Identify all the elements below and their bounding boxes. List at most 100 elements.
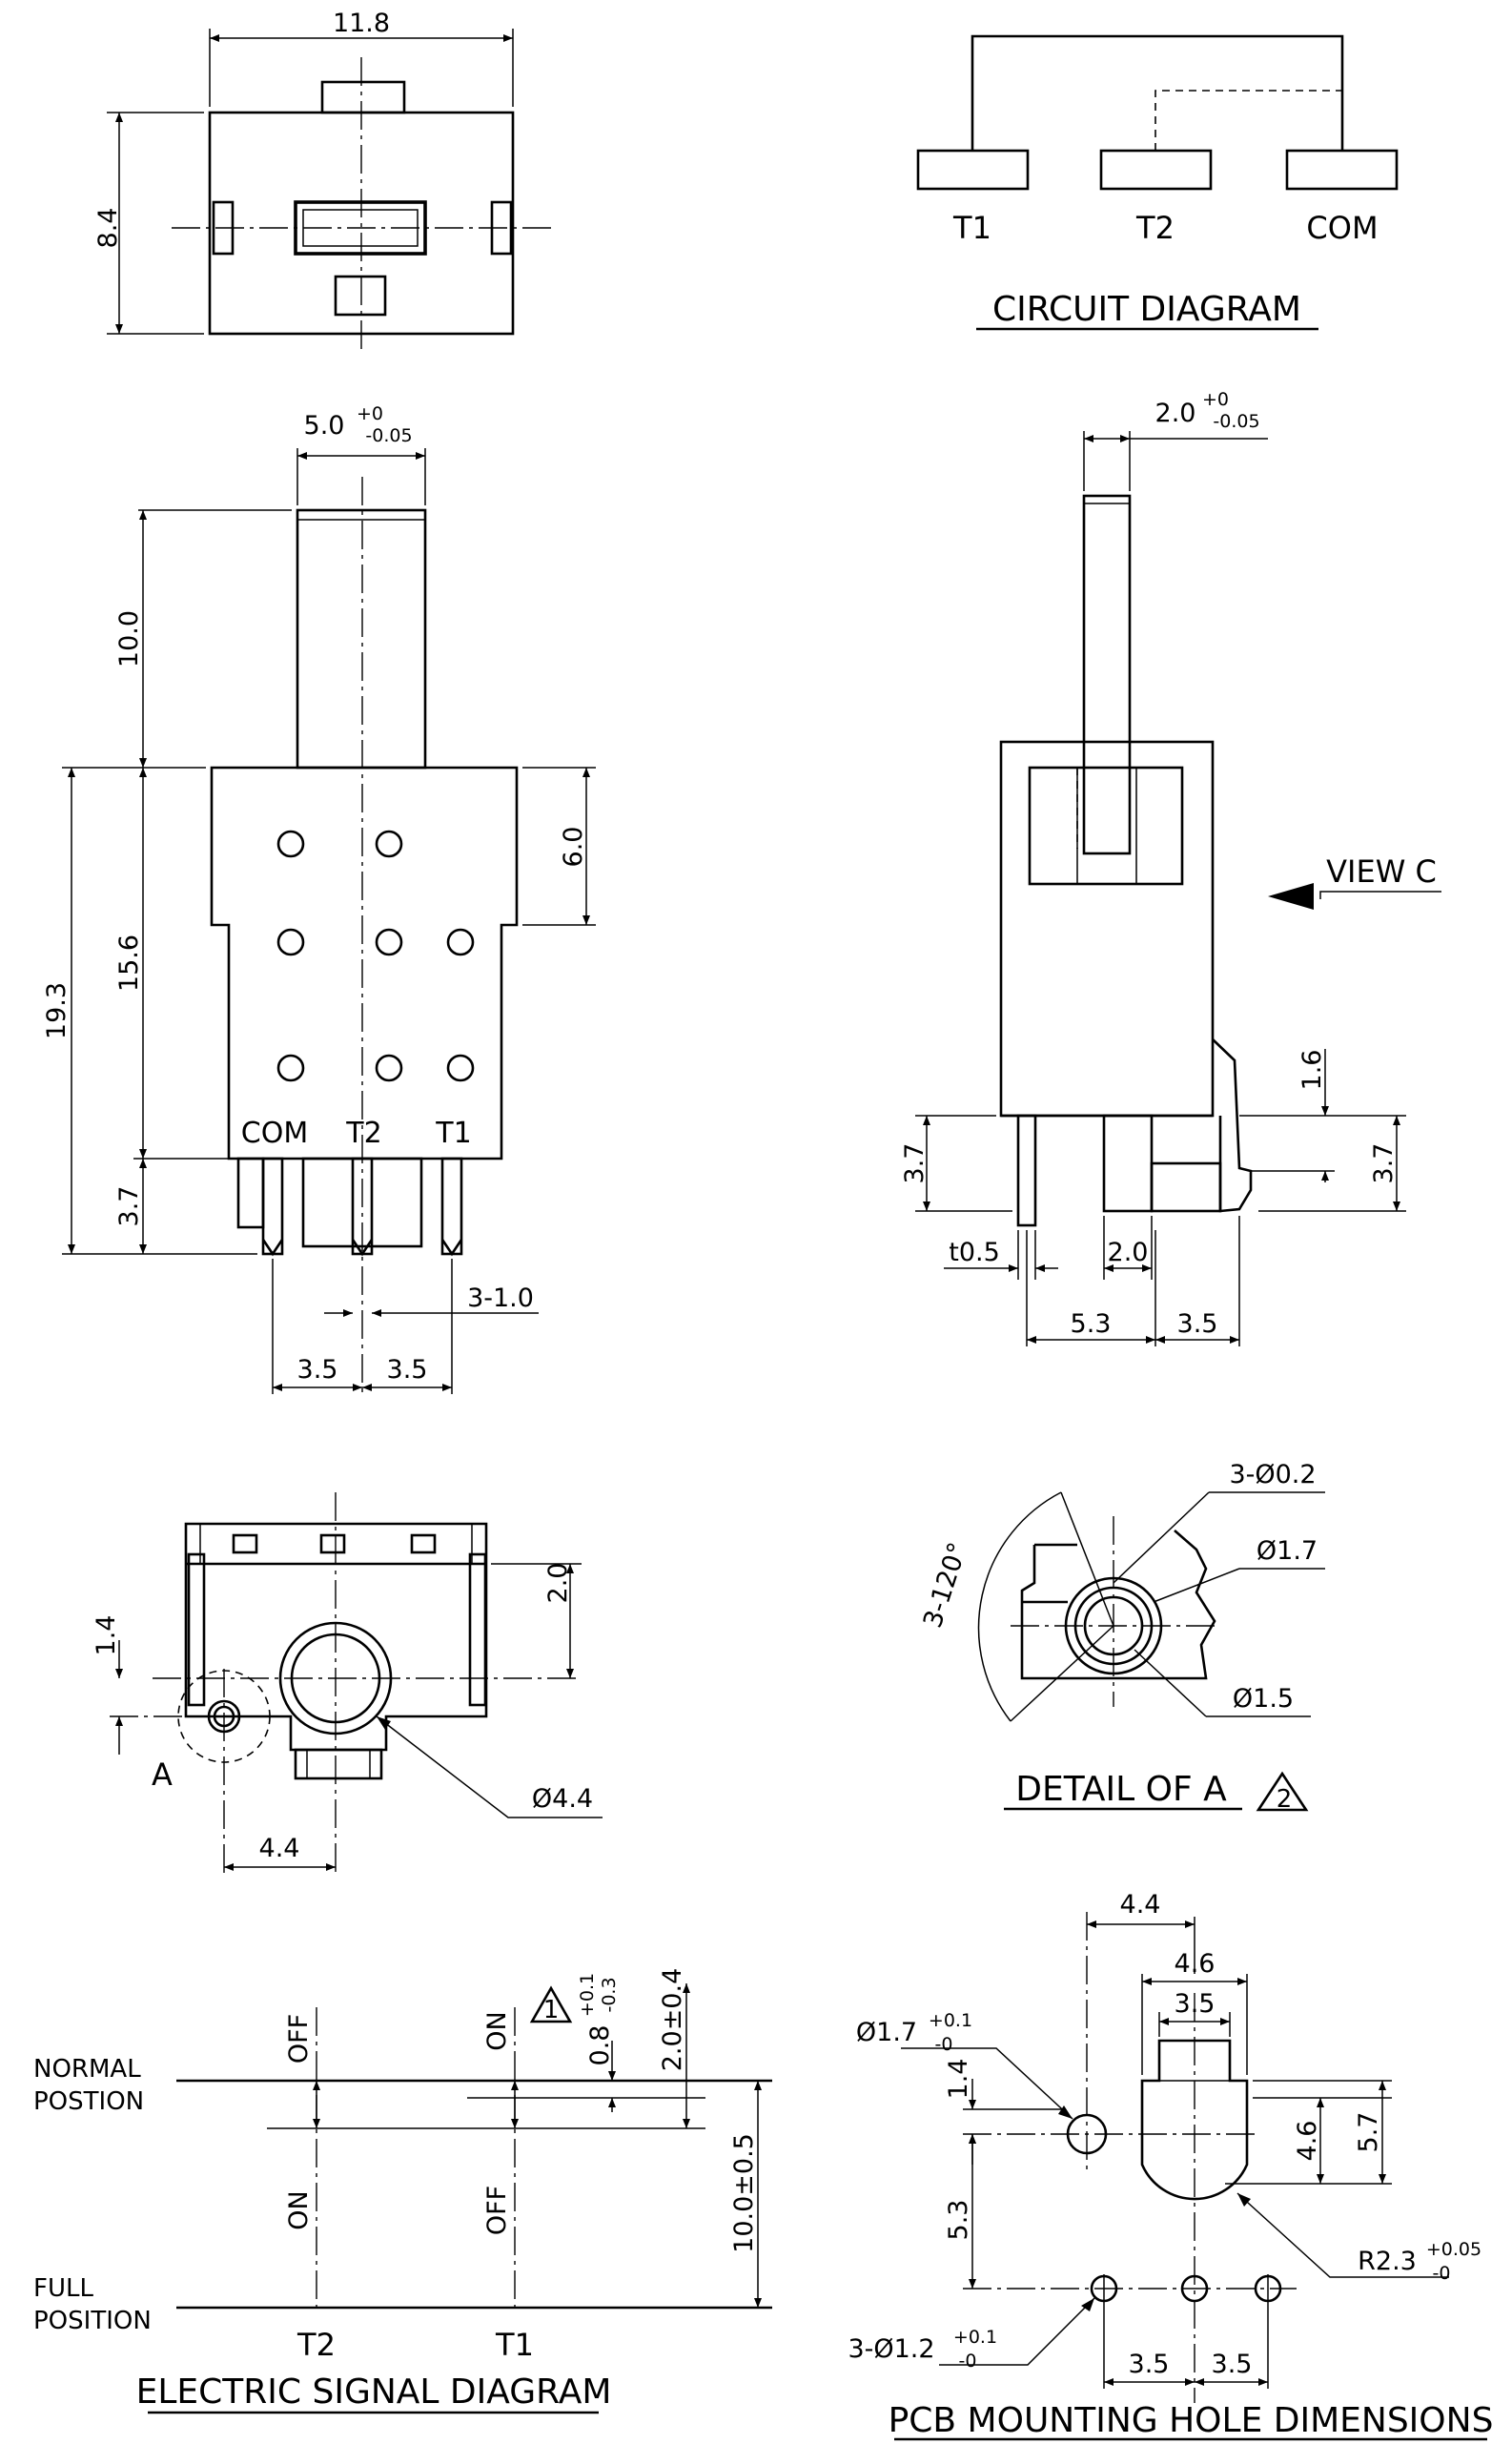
pcb-radius-lower: -0 — [1433, 2263, 1451, 2284]
pcb-pitch-right: 3.5 — [1212, 2350, 1253, 2379]
side-view-c-label: VIEW C — [1326, 853, 1437, 890]
pcb-dim-3-5-top: 3.5 — [1175, 1989, 1216, 2019]
bottom-dim-4-4: 4.4 — [259, 1834, 300, 1863]
pcb-dim-5-7: 5.7 — [1354, 2112, 1383, 2153]
terminal-com-pad — [1285, 149, 1399, 191]
top-view: 11.8 8.4 — [93, 9, 551, 355]
pcb-slot — [1140, 2039, 1249, 2201]
pcb-radius: R2.3 — [1358, 2247, 1417, 2276]
detail-dia-1-7: Ø1.7 — [1257, 1536, 1318, 1566]
side-dim-3-7-right: 3.7 — [1369, 1143, 1399, 1184]
detail-angle-arc — [977, 1491, 1062, 1722]
side-terminal-wide — [1102, 1114, 1154, 1213]
signal-full-1: FULL — [33, 2274, 93, 2303]
pcb-dim-1-4: 1.4 — [944, 2059, 973, 2100]
bottom-diameter: Ø4.4 — [532, 1784, 593, 1814]
front-actuator-width: 5.0 — [304, 411, 345, 441]
signal-on-bottom: ON — [284, 2190, 314, 2229]
pcb-dia-1-7-lower: -0 — [935, 2034, 953, 2055]
signal-title: ELECTRIC SIGNAL DIAGRAM — [136, 2372, 612, 2412]
side-view: VIEW C 2.0 +0 -0.05 1.6 3.7 3.7 t0.5 — [900, 389, 1441, 1346]
side-actuator-tol-upper: +0 — [1202, 389, 1229, 410]
top-height-dim: 8.4 — [93, 208, 123, 249]
pcb-holes: 3-Ø1.2 — [848, 2334, 934, 2364]
signal-normal-1: NORMAL — [33, 2055, 141, 2084]
pcb-title: PCB MOUNTING HOLE DIMENSIONS — [889, 2401, 1494, 2440]
signal-full-2: POSITION — [33, 2307, 152, 2335]
pcb-dim-4-4: 4.4 — [1120, 1890, 1161, 1920]
detail-dia-1-5: Ø1.5 — [1233, 1684, 1294, 1714]
pcb-pitch-left: 3.5 — [1129, 2350, 1170, 2379]
front-body-height: 15.6 — [114, 934, 144, 992]
side-dim-1-6: 1.6 — [1297, 1050, 1327, 1091]
front-pin-t1: T1 — [435, 1117, 471, 1150]
circuit-label-com: COM — [1306, 210, 1378, 246]
bottom-dim-1-4: 1.4 — [92, 1615, 121, 1656]
signal-off-top: OFF — [284, 2014, 314, 2064]
terminal-t1-pad — [916, 149, 1030, 191]
front-actuator-length: 10.0 — [114, 610, 144, 667]
side-dim-5-3: 5.3 — [1071, 1309, 1112, 1339]
front-actuator-tol-upper: +0 — [357, 403, 383, 424]
signal-t2: T2 — [296, 2327, 336, 2363]
pcb-dia-1-7-upper: +0.1 — [929, 2010, 972, 2031]
terminal-t2-pad — [1099, 149, 1213, 191]
circuit-label-t2: T2 — [1135, 210, 1175, 246]
top-view-tab — [320, 80, 406, 114]
signal-rev-triangle — [529, 1985, 573, 2023]
signal-t1: T1 — [495, 2327, 534, 2363]
pcb-holes-upper: +0.1 — [953, 2327, 997, 2348]
signal-off-bottom: OFF — [482, 2186, 512, 2235]
signal-normal-2: POSTION — [33, 2087, 144, 2116]
detail-title: DETAIL OF A — [1015, 1770, 1227, 1809]
bottom-dim-2-0: 2.0 — [543, 1563, 573, 1604]
terminal-t1 — [440, 1157, 463, 1256]
pcb-dim-5-3: 5.3 — [944, 2200, 973, 2241]
front-terminal-width: 3-1.0 — [467, 1284, 534, 1313]
detail-outline — [1020, 1530, 1216, 1680]
signal-dim-0-8: 0.8 — [585, 2025, 615, 2066]
circuit-diagram: T1 T2 COM CIRCUIT DIAGRAM — [916, 34, 1399, 331]
pcb-dia-1-7: Ø1.7 — [856, 2018, 917, 2047]
signal-rev-mark: 1 — [543, 1996, 560, 2024]
electric-signal-diagram: NORMAL POSTION FULL POSITION OFF ON ON O… — [33, 1968, 772, 2414]
bottom-view: A 2.0 1.4 4.4 Ø4.4 — [92, 1492, 603, 1874]
detail-dia-0-2: 3-Ø0.2 — [1229, 1460, 1316, 1489]
side-terminal-thin — [1016, 1114, 1037, 1227]
side-actuator-thickness: 2.0 — [1155, 399, 1196, 428]
detail-angle: 3-120° — [918, 1539, 973, 1632]
detail-rev-triangle — [1256, 1771, 1309, 1812]
pcb-mounting-holes: 4.4 4.6 3.5 Ø1.7 +0.1 -0 1.4 5.3 4.6 5.7 — [848, 1890, 1494, 2441]
side-dim-3-5: 3.5 — [1177, 1309, 1218, 1339]
front-actuator-tol-lower: -0.05 — [365, 425, 412, 446]
signal-on-top: ON — [482, 2011, 512, 2050]
signal-dim-0-8-lower: -0.3 — [599, 1977, 620, 2012]
side-dim-3-7-left: 3.7 — [900, 1143, 930, 1184]
bottom-detail-mark: A — [152, 1756, 173, 1793]
front-pin-t2: T2 — [345, 1117, 381, 1150]
side-body — [999, 740, 1215, 1118]
terminal-com — [261, 1157, 284, 1256]
pcb-dim-4-6-top: 4.6 — [1175, 1949, 1216, 1979]
pcb-holes-lower: -0 — [959, 2351, 977, 2372]
pcb-dim-4-6-side: 4.6 — [1293, 2121, 1322, 2162]
front-body — [210, 766, 519, 1160]
front-view: COM T2 T1 5.0 +0 -0.05 10.0 19.3 15.6 — [42, 403, 596, 1394]
top-width-dim: 11.8 — [333, 9, 390, 38]
top-view-bottom-tab — [334, 275, 387, 317]
detail-rev-mark: 2 — [1277, 1785, 1293, 1814]
signal-dim-10-0: 10.0±0.5 — [729, 2133, 759, 2253]
front-terminal-length: 3.7 — [114, 1186, 144, 1227]
circuit-label-t1: T1 — [952, 210, 991, 246]
pcb-radius-upper: +0.05 — [1426, 2239, 1481, 2260]
side-thickness: t0.5 — [949, 1238, 1000, 1267]
front-actuator — [296, 508, 427, 770]
detail-a: 3-120° 3-Ø0.2 Ø1.7 Ø1.5 DETAIL OF A 2 — [918, 1460, 1325, 1814]
front-pin-com: COM — [241, 1117, 308, 1150]
front-total-height: 19.3 — [42, 982, 72, 1039]
side-width-2-0: 2.0 — [1108, 1238, 1149, 1267]
front-pitch-left: 3.5 — [297, 1355, 338, 1385]
front-pitch-right: 3.5 — [387, 1355, 428, 1385]
signal-dim-2-0: 2.0±0.4 — [658, 1968, 687, 2072]
